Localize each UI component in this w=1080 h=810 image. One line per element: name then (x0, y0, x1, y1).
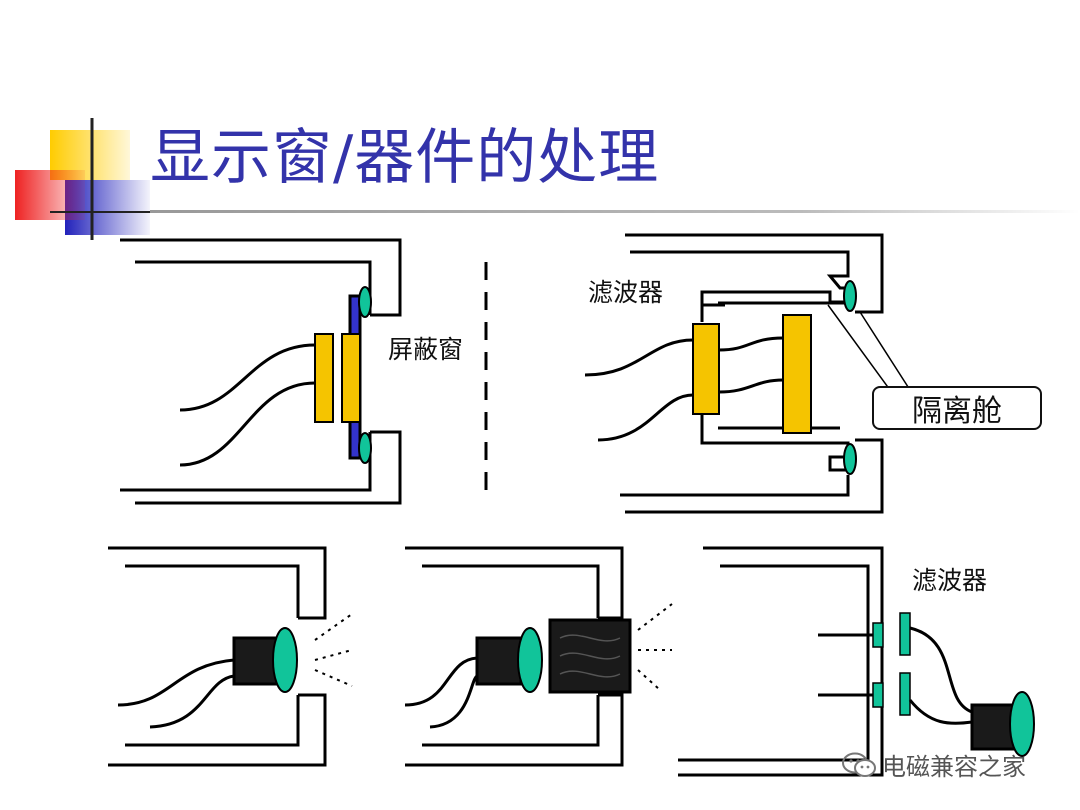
watermark-text: 电磁兼容之家 (882, 753, 1026, 781)
device-gasket-3 (1009, 691, 1035, 757)
callout-leader-2 (859, 311, 911, 391)
diagram-isolation-chamber (584, 233, 911, 514)
device-gasket-1 (272, 627, 298, 693)
cable-2 (179, 381, 316, 467)
link-1 (718, 336, 784, 352)
isolation-chamber-label: 隔离舱 (872, 386, 1042, 430)
device-box-1 (232, 636, 280, 686)
gasket-bottom-2 (843, 443, 857, 475)
page-title: 显示窗/器件的处理 (150, 123, 660, 193)
cable-8 (429, 674, 479, 729)
link-2 (718, 378, 784, 394)
filter-pin-1 (872, 622, 884, 648)
title-underline (150, 210, 1080, 213)
filter-pin-3 (872, 682, 884, 708)
device-box-2 (475, 636, 523, 686)
cable-4 (597, 393, 694, 442)
cable-10 (908, 699, 973, 725)
cable-5 (117, 658, 235, 707)
cable-3 (584, 338, 694, 377)
title-accent-graphic (15, 118, 150, 240)
filter-label-top: 滤波器 (588, 278, 664, 307)
filter-board-inner (782, 314, 812, 434)
diagram-filter-device (678, 546, 1035, 777)
device-gasket-2 (517, 627, 543, 693)
cable-7 (404, 656, 478, 707)
cable-1 (179, 343, 316, 412)
diagram-shielded-device (404, 546, 673, 767)
gasket-top (358, 286, 372, 318)
shield-window-label: 屏蔽窗 (388, 335, 464, 364)
emission-lines-2 (637, 603, 673, 691)
filter-board-input (692, 323, 720, 415)
watermark: 电磁兼容之家 (842, 747, 1026, 782)
cable-6 (149, 674, 235, 729)
cable-9 (909, 626, 973, 714)
gasket-top-2 (843, 280, 857, 312)
filter-board-right (341, 333, 361, 423)
emission-lines-1 (314, 613, 353, 687)
callout-leader-1 (827, 304, 891, 391)
filter-pin-4 (899, 672, 911, 716)
filter-label-bottom: 滤波器 (912, 566, 988, 595)
diagram-shield-window (120, 238, 402, 505)
gasket-bottom (358, 432, 372, 464)
filter-board-left (314, 333, 334, 423)
wechat-icon (842, 752, 876, 777)
diagram-device-gasket (108, 546, 353, 767)
filter-pin-2 (899, 612, 911, 656)
